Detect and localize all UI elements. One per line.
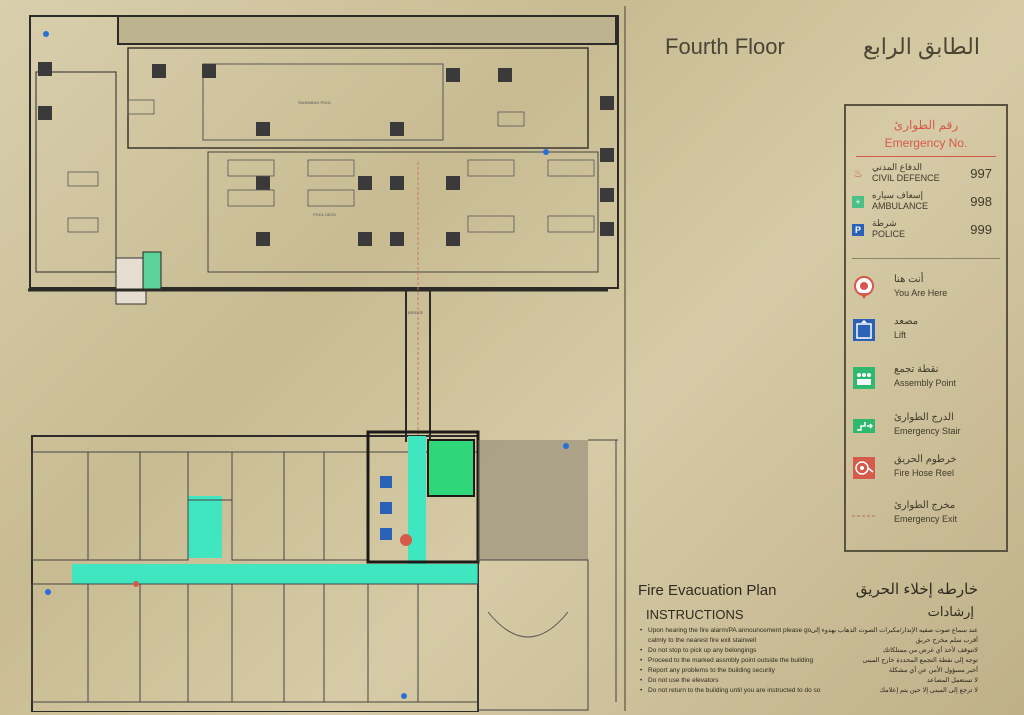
lift-label-en: Lift (894, 330, 907, 340)
legend-emergency-stair: الدرج الطوارئ Emergency Stair (852, 410, 1000, 446)
lift-label-ar: مصعد (894, 316, 919, 327)
bridge: BRIDGE (405, 162, 431, 442)
instruction-ar: توجه إلى نقطة التجمع المحددة خارج المبنى (862, 657, 978, 664)
evac-route-area (188, 496, 222, 558)
flame-icon: ♨ (853, 168, 863, 180)
pool-deck-label: POOL DECK (313, 212, 337, 217)
instruction-ar: عند سماع صوت صفيه الإنذار/مكبرات الصوت ا… (810, 627, 978, 644)
instruction-ar: لاتتوقف لأخذ أي غرض من ممتلكاتك (882, 647, 978, 654)
fire-hose-reel-label-ar: خرطوم الحريق (894, 454, 957, 465)
police-label-ar: شرطة (872, 218, 897, 228)
emergency-exit-label-en: Emergency Exit (894, 514, 958, 524)
instruction-en: Report any problems to the building secu… (640, 666, 860, 676)
ambulance-icon: + (852, 196, 864, 208)
instruction-en: Do not return to the building until you … (640, 686, 860, 696)
evac-route-corridor (72, 564, 478, 584)
emergency-stair-label-en: Emergency Stair (894, 426, 961, 436)
ambulance-number: 998 (970, 194, 992, 209)
lift-icon (853, 319, 875, 341)
civil-defence-number: 997 (970, 166, 992, 181)
instruction-en: Upon hearing the fire alarm/PA announcem… (640, 626, 828, 646)
fire-hose-reel-icon (853, 457, 875, 479)
floor-plan-map: SWIMMING POOL POOL DECK (28, 15, 619, 712)
police-label-en: POLICE (872, 229, 906, 239)
title-arabic: الطابق الرابع (862, 34, 980, 59)
emergency-exit-label-ar: مخرج الطوارئ (894, 500, 956, 511)
civil-defence-label-ar: الدفاع المدني (872, 162, 923, 172)
legend-fire-hose-reel: خرطوم الحريق Fire Hose Reel (852, 452, 1000, 488)
emergency-underline (856, 156, 996, 157)
evac-route-bridge-link (408, 436, 426, 576)
bridge-label: BRIDGE (408, 310, 424, 315)
plan-title-arabic: خارطه إخلاء الحريق (855, 581, 978, 598)
legend-box: رقم الطوارئ Emergency No. ♨ الدفاع المدن… (844, 104, 1008, 552)
you-are-here-label-ar: أنت هنا (894, 274, 924, 285)
emergency-ambulance: + إسعاف سياره AMBULANCE 998 (852, 190, 1000, 214)
ambulance-label-ar: إسعاف سياره (872, 190, 924, 200)
police-number: 999 (970, 222, 992, 237)
instruction-ar: لا تستعمل المصاعد (926, 677, 978, 684)
legend-emergency-exit: مخرج الطوارئ Emergency Exit (852, 498, 1000, 534)
emergency-title-arabic: رقم الطوارئ (893, 118, 959, 132)
instruction-ar: أخبر مسؤول الأمن عن أي مشكلة (888, 667, 978, 674)
emergency-stair-icon (853, 419, 875, 433)
legend-lift: مصعد Lift (852, 314, 1000, 350)
pool-label: SWIMMING POOL (298, 100, 332, 105)
police-icon: P (852, 224, 864, 236)
instruction-ar: لا ترجع إلى المبنى إلا حين يتم إعلامك (879, 687, 978, 694)
instructions-list-english: Upon hearing the fire alarm/PA announcem… (640, 626, 860, 696)
assembly-point-label-en: Assembly Point (894, 378, 957, 388)
top-wing: SWIMMING POOL POOL DECK (28, 15, 619, 305)
instruction-en: Do not stop to pick up any belongings (640, 646, 860, 656)
assembly-point-label-ar: نقطة تجمع (894, 364, 939, 375)
instructions-title-english: INSTRUCTIONS (646, 607, 744, 622)
assembly-point-icon (853, 367, 875, 389)
ambulance-label-en: AMBULANCE (872, 201, 929, 211)
you-are-here-icon (854, 276, 874, 299)
emergency-title-english: Emergency No. (884, 136, 968, 150)
you-are-here-label-en: You Are Here (894, 288, 948, 298)
civil-defence-label-en: CIVIL DEFENCE (872, 173, 940, 183)
emergency-exit-line-icon (852, 515, 876, 517)
emergency-stair-label-ar: الدرج الطوارئ (894, 412, 954, 423)
legend-assembly-point: نقطة تجمع Assembly Point (852, 362, 1000, 398)
instructions-title-arabic: إرشادات (927, 604, 974, 619)
emergency-police: P شرطة POLICE 999 (852, 218, 1000, 242)
instruction-en: Proceed to the marked assmbly point outs… (640, 656, 860, 666)
you-are-here-marker (400, 534, 412, 546)
fire-hose-reel-label-en: Fire Hose Reel (894, 468, 955, 478)
panel-divider (624, 6, 626, 711)
instruction-en: Do not use the elevators (640, 676, 860, 686)
legend-you-are-here: أنت هنا You Are Here (852, 272, 1000, 308)
legend-separator (852, 258, 1000, 259)
instructions-list-arabic: عند سماع صوت صفيه الإنذار/مكبرات الصوت ا… (808, 626, 978, 696)
bottom-wing (31, 430, 618, 712)
plan-title-english: Fire Evacuation Plan (638, 582, 777, 599)
title-english: Fourth Floor (665, 34, 785, 59)
title-row: Fourth Floor الطابق الرابع (660, 34, 990, 66)
emergency-civil-defence: ♨ الدفاع المدني CIVIL DEFENCE 997 (852, 162, 1000, 186)
